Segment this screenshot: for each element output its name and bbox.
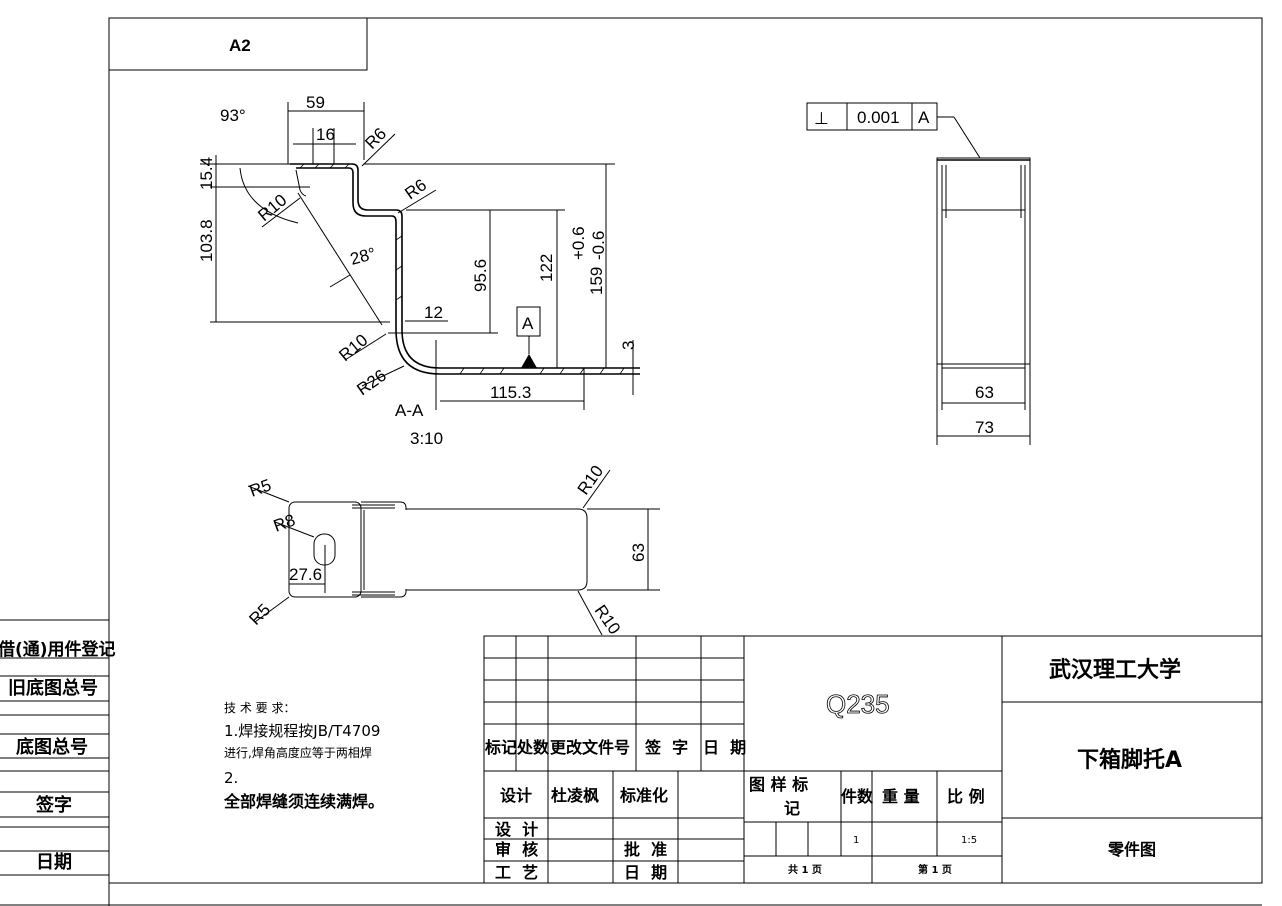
section-view (200, 102, 640, 410)
tolerance-value: 0.001 (857, 108, 900, 127)
tolerance-datum: A (918, 108, 930, 127)
marking-label: 图 样 标 (749, 775, 808, 794)
dim-r6-top: R6 (361, 124, 390, 153)
rev-header-mark: 标记 (484, 738, 517, 757)
datum-a-label: A (522, 314, 534, 333)
tech-note-line4: 全部焊缝须连续满焊。 (223, 792, 384, 811)
page-number: 第 1 页 (918, 863, 952, 876)
tech-note-line2: 进行,焊角高度应等于两相焊 (224, 745, 372, 760)
dim-159-tol-plus: +0.6 (569, 226, 588, 260)
rev-header-doc-no: 更改文件号 (550, 738, 630, 757)
review-label: 审 核 (495, 840, 538, 859)
standardization-label: 标准化 (619, 786, 668, 805)
design-label: 设计 (500, 786, 532, 805)
dim-27-6: 27.6 (289, 565, 322, 584)
dim-r6-mid: R6 (401, 175, 430, 203)
rev-header-count: 处数 (516, 738, 550, 757)
dim-15-4: 15.4 (197, 157, 216, 190)
rev-header-signature: 签 字 (644, 738, 688, 757)
dim-r10-bot: R10 (335, 330, 371, 365)
drawing-type: 零件图 (1107, 840, 1156, 859)
tech-note-line3: 2. (224, 769, 238, 787)
section-label: A-A (395, 401, 424, 420)
quantity-label: 件数 (841, 787, 874, 806)
strip-drawing-no: 底图总号 (16, 736, 88, 758)
total-pages: 共 1 页 (788, 863, 822, 876)
part-name: 下箱脚托A (1077, 747, 1182, 773)
dim-angle-93: 93° (220, 106, 246, 125)
designer-name: 杜凌枫 (551, 786, 599, 805)
scale-label: 比 例 (947, 787, 985, 806)
strip-date: 日期 (36, 852, 72, 873)
dim-115-3: 115.3 (490, 383, 531, 402)
date-label: 日 期 (624, 863, 667, 882)
tech-note-line1: 1.焊接规程按JB/T4709 (224, 722, 380, 740)
dim-r10-plan-top: R10 (574, 462, 607, 498)
dim-r5-top: R5 (247, 475, 274, 500)
school-name: 武汉理工大学 (1049, 657, 1181, 683)
dim-59: 59 (306, 93, 325, 112)
dim-12: 12 (424, 303, 443, 322)
strip-signature: 签字 (35, 794, 72, 816)
dim-r8: R8 (271, 510, 298, 535)
dim-r10-plan-bot: R10 (591, 601, 624, 637)
dim-r10-top: R10 (254, 190, 290, 225)
dim-159: 159 (587, 267, 606, 295)
approve-label: 批 准 (624, 840, 667, 859)
marking-label-2: 记 (784, 799, 800, 818)
strip-old-drawing-no: 旧底图总号 (8, 677, 98, 699)
dim-159-tol-minus: -0.6 (589, 231, 608, 260)
rev-header-date: 日 期 (703, 738, 746, 757)
dim-122: 122 (537, 254, 556, 282)
process-label: 工 艺 (495, 863, 538, 882)
dim-angle-28: 28° (348, 244, 378, 269)
size-box (108, 17, 368, 71)
section-scale: 3:10 (410, 429, 443, 448)
dim-side-73: 73 (975, 418, 994, 437)
material: Q235 (826, 689, 890, 719)
tech-notes-title: 技 术 要 求： (224, 701, 295, 715)
scale-value: 1:5 (961, 835, 977, 846)
dim-16: 16 (316, 125, 335, 144)
dim-plan-63: 63 (629, 543, 648, 562)
plan-view (247, 469, 660, 636)
sheet-size-label: A2 (229, 36, 251, 55)
datum-triangle (521, 354, 537, 368)
left-strip-grid (0, 657, 109, 876)
sheet-frame (0, 17, 1263, 906)
dim-side-63: 63 (975, 383, 994, 402)
dim-r26: R26 (353, 366, 389, 399)
strip-borrowed-register: 借(通)用件登记 (0, 639, 116, 660)
dim-r5-bot: R5 (245, 600, 274, 629)
dim-103-8: 103.8 (197, 219, 216, 262)
quantity-value: 1 (853, 835, 859, 846)
dim-3: 3 (619, 341, 638, 350)
weight-label: 重 量 (882, 787, 920, 806)
perpendicularity-symbol: ⊥ (814, 109, 829, 128)
side-view (806, 102, 1031, 445)
title-block-grid (483, 635, 1263, 884)
dim-95-6: 95.6 (471, 259, 490, 292)
design-label-2: 设 计 (495, 820, 538, 839)
